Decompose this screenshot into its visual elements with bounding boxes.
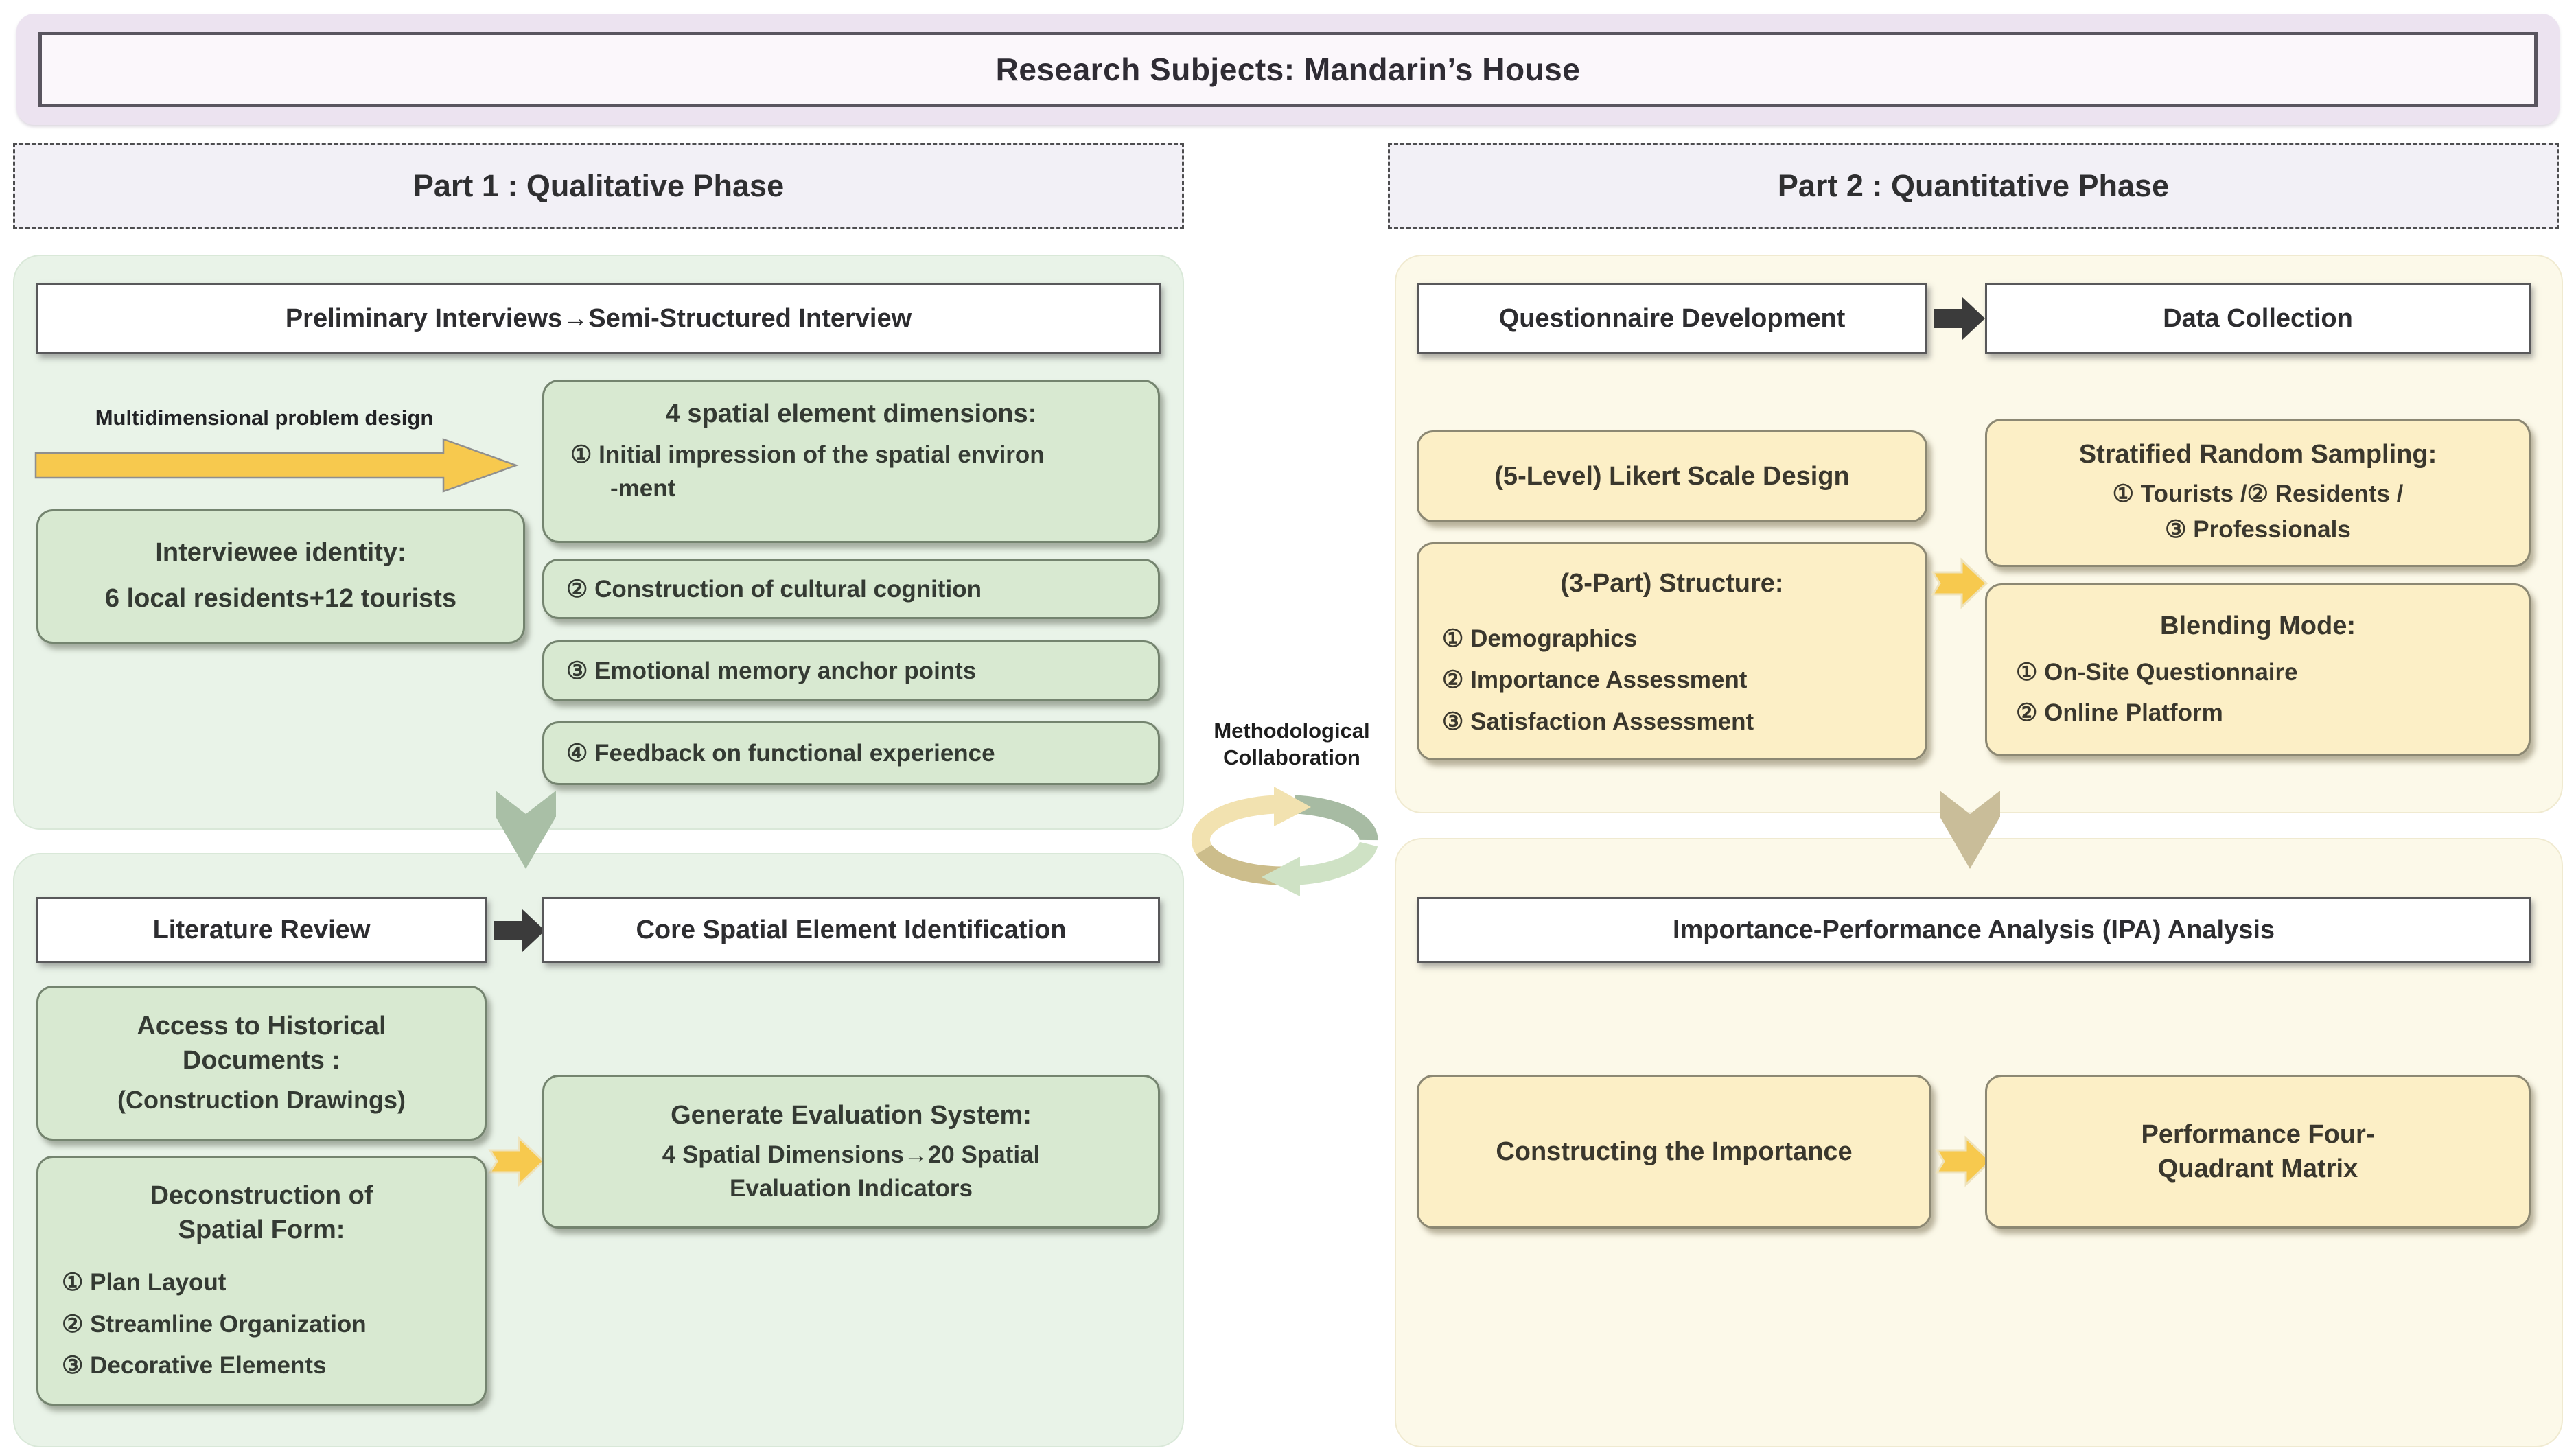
multidimensional-design-label: Multidimensional problem design: [95, 406, 434, 430]
structure-title: (3-Part) Structure:: [1560, 569, 1784, 598]
performance-matrix-label: Performance Four- Quadrant Matrix: [2141, 1119, 2375, 1183]
cycle-arrows-icon: [1179, 781, 1393, 899]
dimension-item-label: ③ Emotional memory anchor points: [566, 657, 977, 684]
structure-box: (3-Part) Structure: ① Demographics ② Imp…: [1417, 542, 1927, 760]
deconstruction-item: ① Plan Layout: [62, 1269, 227, 1296]
black-arrow-right-icon: [1934, 294, 1986, 343]
methodological-collaboration-label: Methodological Collaboration: [1214, 719, 1370, 769]
blending-mode-title: Blending Mode:: [2160, 612, 2356, 640]
down-arrow-icon: [493, 788, 559, 872]
performance-matrix-box: Performance Four- Quadrant Matrix: [1985, 1075, 2531, 1229]
blending-mode-items: ① On-Site Questionnaire ② Online Platfor…: [1987, 653, 2529, 734]
likert-scale-label: (5-Level) Likert Scale Design: [1494, 461, 1850, 491]
title-bar: Research Subjects: Mandarin’s House: [16, 14, 2560, 125]
generate-evaluation-body: 4 Spatial Dimensions→20 Spatial Evaluati…: [662, 1141, 1041, 1202]
interviewee-identity-box: Interviewee identity: 6 local residents+…: [36, 509, 525, 644]
part2-header: Part 2 : Quantitative Phase: [1388, 143, 2559, 229]
dimension-item-box: ② Construction of cultural cognition: [542, 559, 1160, 619]
gold-arrow-right-icon: [1935, 1134, 1993, 1189]
dimension-item-box: ③ Emotional memory anchor points: [542, 640, 1160, 701]
structure-item: ③ Satisfaction Assessment: [1442, 708, 1754, 735]
generate-evaluation-system-box: Generate Evaluation System: 4 Spatial Di…: [542, 1075, 1160, 1229]
deconstruction-title: Deconstruction of Spatial Form:: [150, 1181, 373, 1245]
structure-items: ① Demographics ② Importance Assessment ③…: [1419, 618, 1925, 743]
spatial-dimensions-title: 4 spatial element dimensions:: [665, 399, 1037, 428]
likert-scale-box: (5-Level) Likert Scale Design: [1417, 430, 1927, 522]
dimension-item-box: ④ Feedback on functional experience: [542, 721, 1160, 785]
down-arrow-icon: [1937, 788, 2003, 872]
gold-arrow-right-icon: [1931, 556, 1988, 611]
page-title: Research Subjects: Mandarin’s House: [38, 32, 2538, 107]
deconstruction-spatial-form-box: Deconstruction of Spatial Form: ① Plan L…: [36, 1156, 487, 1406]
dimension-item-label: ② Construction of cultural cognition: [566, 575, 982, 603]
data-collection-header: Data Collection: [1985, 283, 2531, 354]
literature-review-header: Literature Review: [36, 897, 487, 963]
dimension-item-label: ④ Feedback on functional experience: [566, 740, 995, 767]
spatial-dimensions-item1: ① Initial impression of the spatial envi…: [570, 441, 1045, 502]
deconstruction-item: ② Streamline Organization: [62, 1310, 367, 1338]
historical-documents-body: (Construction Drawings): [117, 1085, 406, 1114]
deconstruction-items: ① Plan Layout ② Streamline Organization …: [38, 1262, 485, 1386]
stratified-sampling-body: ① Tourists /② Residents / ③ Professional…: [2112, 480, 2404, 544]
stratified-sampling-title: Stratified Random Sampling:: [2078, 440, 2437, 469]
gold-arrow-long-icon: [34, 434, 520, 497]
deconstruction-item: ③ Decorative Elements: [62, 1351, 327, 1379]
blending-mode-item: ① On-Site Questionnaire: [2016, 659, 2298, 686]
black-arrow-right-icon: [494, 906, 546, 955]
constructing-importance-box: Constructing the Importance: [1417, 1075, 1931, 1229]
constructing-importance-label: Constructing the Importance: [1496, 1137, 1853, 1166]
blending-mode-item: ② Online Platform: [2016, 699, 2223, 726]
gold-arrow-right-icon: [488, 1134, 546, 1189]
preliminary-interviews-header: Preliminary Interviews→Semi-Structured I…: [36, 283, 1161, 354]
core-spatial-identification-header: Core Spatial Element Identification: [542, 897, 1160, 963]
interviewee-identity-body: 6 local residents+12 tourists: [104, 584, 457, 614]
historical-documents-title: Access to Historical Documents :: [137, 1011, 386, 1075]
blending-mode-box: Blending Mode: ① On-Site Questionnaire ②…: [1985, 583, 2531, 756]
structure-item: ② Importance Assessment: [1442, 666, 1748, 694]
stratified-sampling-box: Stratified Random Sampling: ① Tourists /…: [1985, 419, 2531, 567]
questionnaire-development-header: Questionnaire Development: [1417, 283, 1927, 354]
structure-item: ① Demographics: [1442, 625, 1638, 653]
part1-header: Part 1 : Qualitative Phase: [13, 143, 1184, 229]
generate-evaluation-title: Generate Evaluation System:: [671, 1100, 1032, 1130]
ipa-analysis-header: Importance-Performance Analysis (IPA) An…: [1417, 897, 2531, 963]
historical-documents-box: Access to Historical Documents : (Constr…: [36, 986, 487, 1141]
spatial-dimensions-box: 4 spatial element dimensions: ① Initial …: [542, 380, 1160, 543]
interviewee-identity-title: Interviewee identity:: [155, 538, 406, 568]
